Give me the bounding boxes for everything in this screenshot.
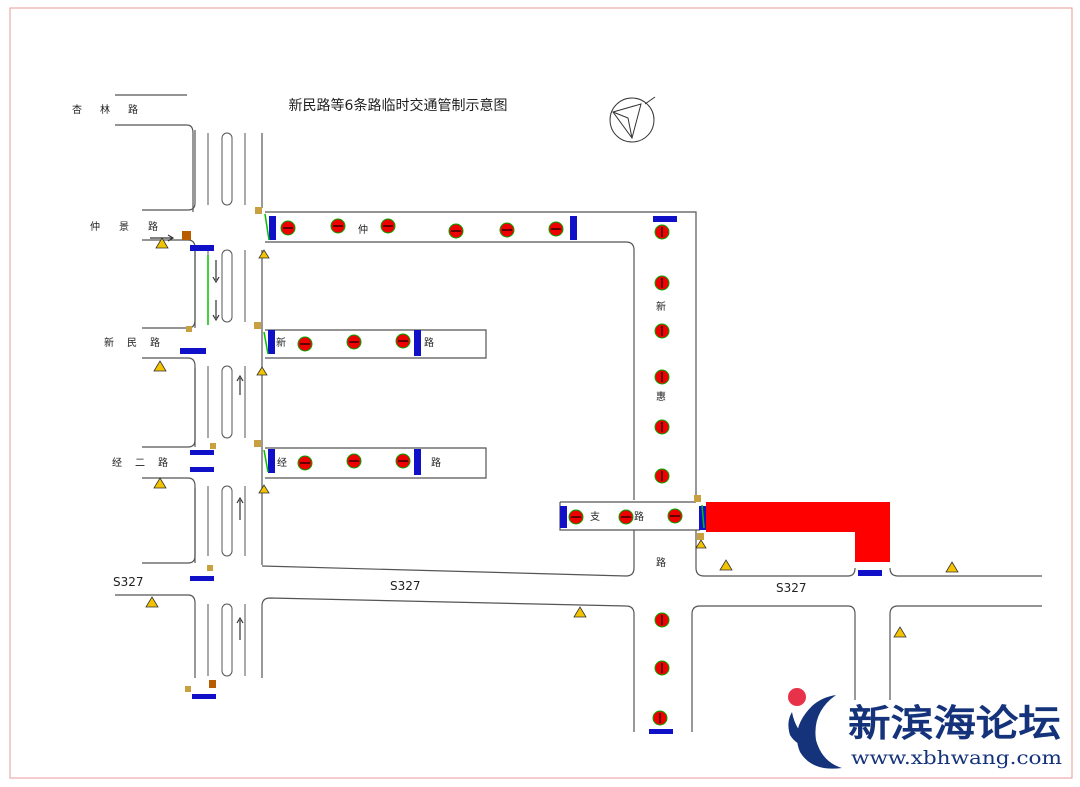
road-label-jinger-1: 经 xyxy=(112,456,122,469)
no-entry-signs xyxy=(280,218,683,726)
signal-posts xyxy=(185,207,704,692)
road-label-jinger-2: 二 xyxy=(135,458,145,469)
no-entry-sign-icon xyxy=(297,336,313,352)
road-label-xinglin-2: 林 xyxy=(100,103,110,116)
no-entry-sign-icon xyxy=(568,509,584,525)
barrier-icon xyxy=(560,506,567,528)
road-label-zhongjing-2: 景 xyxy=(119,221,129,233)
road-label-s327-east: S327 xyxy=(776,581,807,595)
road-label-xinhui-2: 惠 xyxy=(656,390,666,403)
road-label-xin: 新 xyxy=(276,336,286,349)
barrier-icon xyxy=(570,216,577,240)
road-label-xinmin-3: 路 xyxy=(150,336,160,349)
road-network xyxy=(115,94,1042,732)
no-entry-sign-icon xyxy=(548,221,564,237)
road-label-jing: 经 xyxy=(277,456,287,469)
road-label-s327-mid: S327 xyxy=(390,579,421,593)
barrier-icon xyxy=(180,348,206,354)
warning-sign-icon xyxy=(155,237,169,249)
no-entry-sign-icon xyxy=(499,222,515,238)
road-labels: 杏 林 路 仲 景 路 新 民 路 经 二 路 S327 S327 S327 仲… xyxy=(72,103,807,595)
direction-arrows xyxy=(150,234,244,640)
barrier-icon xyxy=(858,570,882,576)
no-entry-sign-icon xyxy=(652,710,668,726)
road-label-jinger-3: 路 xyxy=(158,456,168,469)
cone-icon xyxy=(207,213,705,529)
barrier-icon xyxy=(190,245,214,251)
no-entry-sign-icon xyxy=(654,468,670,484)
warning-sign-icon xyxy=(893,626,907,638)
road-label-lu-xinmin: 路 xyxy=(424,336,434,349)
no-entry-sign-icon xyxy=(280,220,296,236)
no-entry-sign-icon xyxy=(654,612,670,628)
warning-sign-icon xyxy=(573,606,587,618)
warning-sign-icon xyxy=(719,559,733,571)
watermark-url: www.xbhwang.com xyxy=(851,747,1062,769)
road-label-zhong: 仲 xyxy=(358,223,368,236)
no-entry-sign-icon xyxy=(654,323,670,339)
road-label-xinmin-2: 民 xyxy=(127,337,137,349)
no-entry-sign-icon xyxy=(618,509,634,525)
no-entry-sign-icon xyxy=(667,508,683,524)
barrier-icon xyxy=(414,330,421,356)
road-label-xinglin-1: 杏 xyxy=(72,103,82,116)
warning-sign-icon xyxy=(145,596,159,608)
no-entry-sign-icon xyxy=(346,453,362,469)
barrier-icon xyxy=(190,576,214,581)
road-label-lu-jinger: 路 xyxy=(431,456,441,469)
no-entry-sign-icon xyxy=(654,224,670,240)
no-entry-sign-icon xyxy=(654,275,670,291)
no-entry-sign-icon xyxy=(654,369,670,385)
barrier-icon xyxy=(653,216,677,222)
compass-icon xyxy=(609,96,656,143)
warning-sign-icon xyxy=(153,477,167,489)
road-label-zhongjing-3: 路 xyxy=(148,220,158,233)
road-label-zhilu-2: 路 xyxy=(634,510,644,523)
warning-sign-icon xyxy=(153,360,167,372)
road-label-xinglin-3: 路 xyxy=(128,103,138,116)
road-label-xinhui-1: 新 xyxy=(656,300,666,313)
barrier-icon xyxy=(190,450,214,455)
road-label-zhongjing-1: 仲 xyxy=(90,220,100,233)
barrier-icon xyxy=(268,449,275,473)
road-label-xinmin-1: 新 xyxy=(104,336,114,349)
watermark-logo: 新滨海论坛 www.xbhwang.com xyxy=(788,688,1062,769)
road-label-zhilu-1: 支 xyxy=(590,511,600,523)
warning-sign-icon xyxy=(258,484,270,494)
diagram-title: 新民路等6条路临时交通管制示意图 xyxy=(289,97,508,114)
barriers xyxy=(180,216,882,734)
warning-sign-icon xyxy=(258,249,270,259)
no-entry-sign-icon xyxy=(654,660,670,676)
no-entry-sign-icon xyxy=(330,218,346,234)
barrier-icon xyxy=(269,216,276,240)
no-entry-sign-icon xyxy=(448,223,464,239)
watermark-swoosh-icon xyxy=(788,712,812,746)
closure-zone xyxy=(706,502,890,562)
barrier-icon xyxy=(268,330,275,354)
warning-sign-icon xyxy=(256,366,268,376)
drawing-frame xyxy=(9,7,1073,779)
no-entry-sign-icon xyxy=(395,333,411,349)
no-entry-sign-icon xyxy=(297,455,313,471)
no-entry-sign-icon xyxy=(395,453,411,469)
warning-sign-icon xyxy=(945,561,959,573)
watermark-dot-icon xyxy=(788,688,806,706)
signal-boxes xyxy=(182,231,216,688)
road-label-xinhui-3: 路 xyxy=(656,556,666,569)
barrier-icon xyxy=(192,694,216,699)
no-entry-sign-icon xyxy=(380,218,396,234)
watermark-name: 新滨海论坛 xyxy=(848,702,1061,745)
barrier-icon xyxy=(649,729,673,734)
warning-sign-icon xyxy=(695,539,707,549)
road-label-s327-west: S327 xyxy=(113,575,144,589)
no-entry-sign-icon xyxy=(654,419,670,435)
warning-signs xyxy=(145,237,959,638)
no-entry-sign-icon xyxy=(346,334,362,350)
barrier-icon xyxy=(190,467,214,472)
barrier-icon xyxy=(414,449,421,475)
